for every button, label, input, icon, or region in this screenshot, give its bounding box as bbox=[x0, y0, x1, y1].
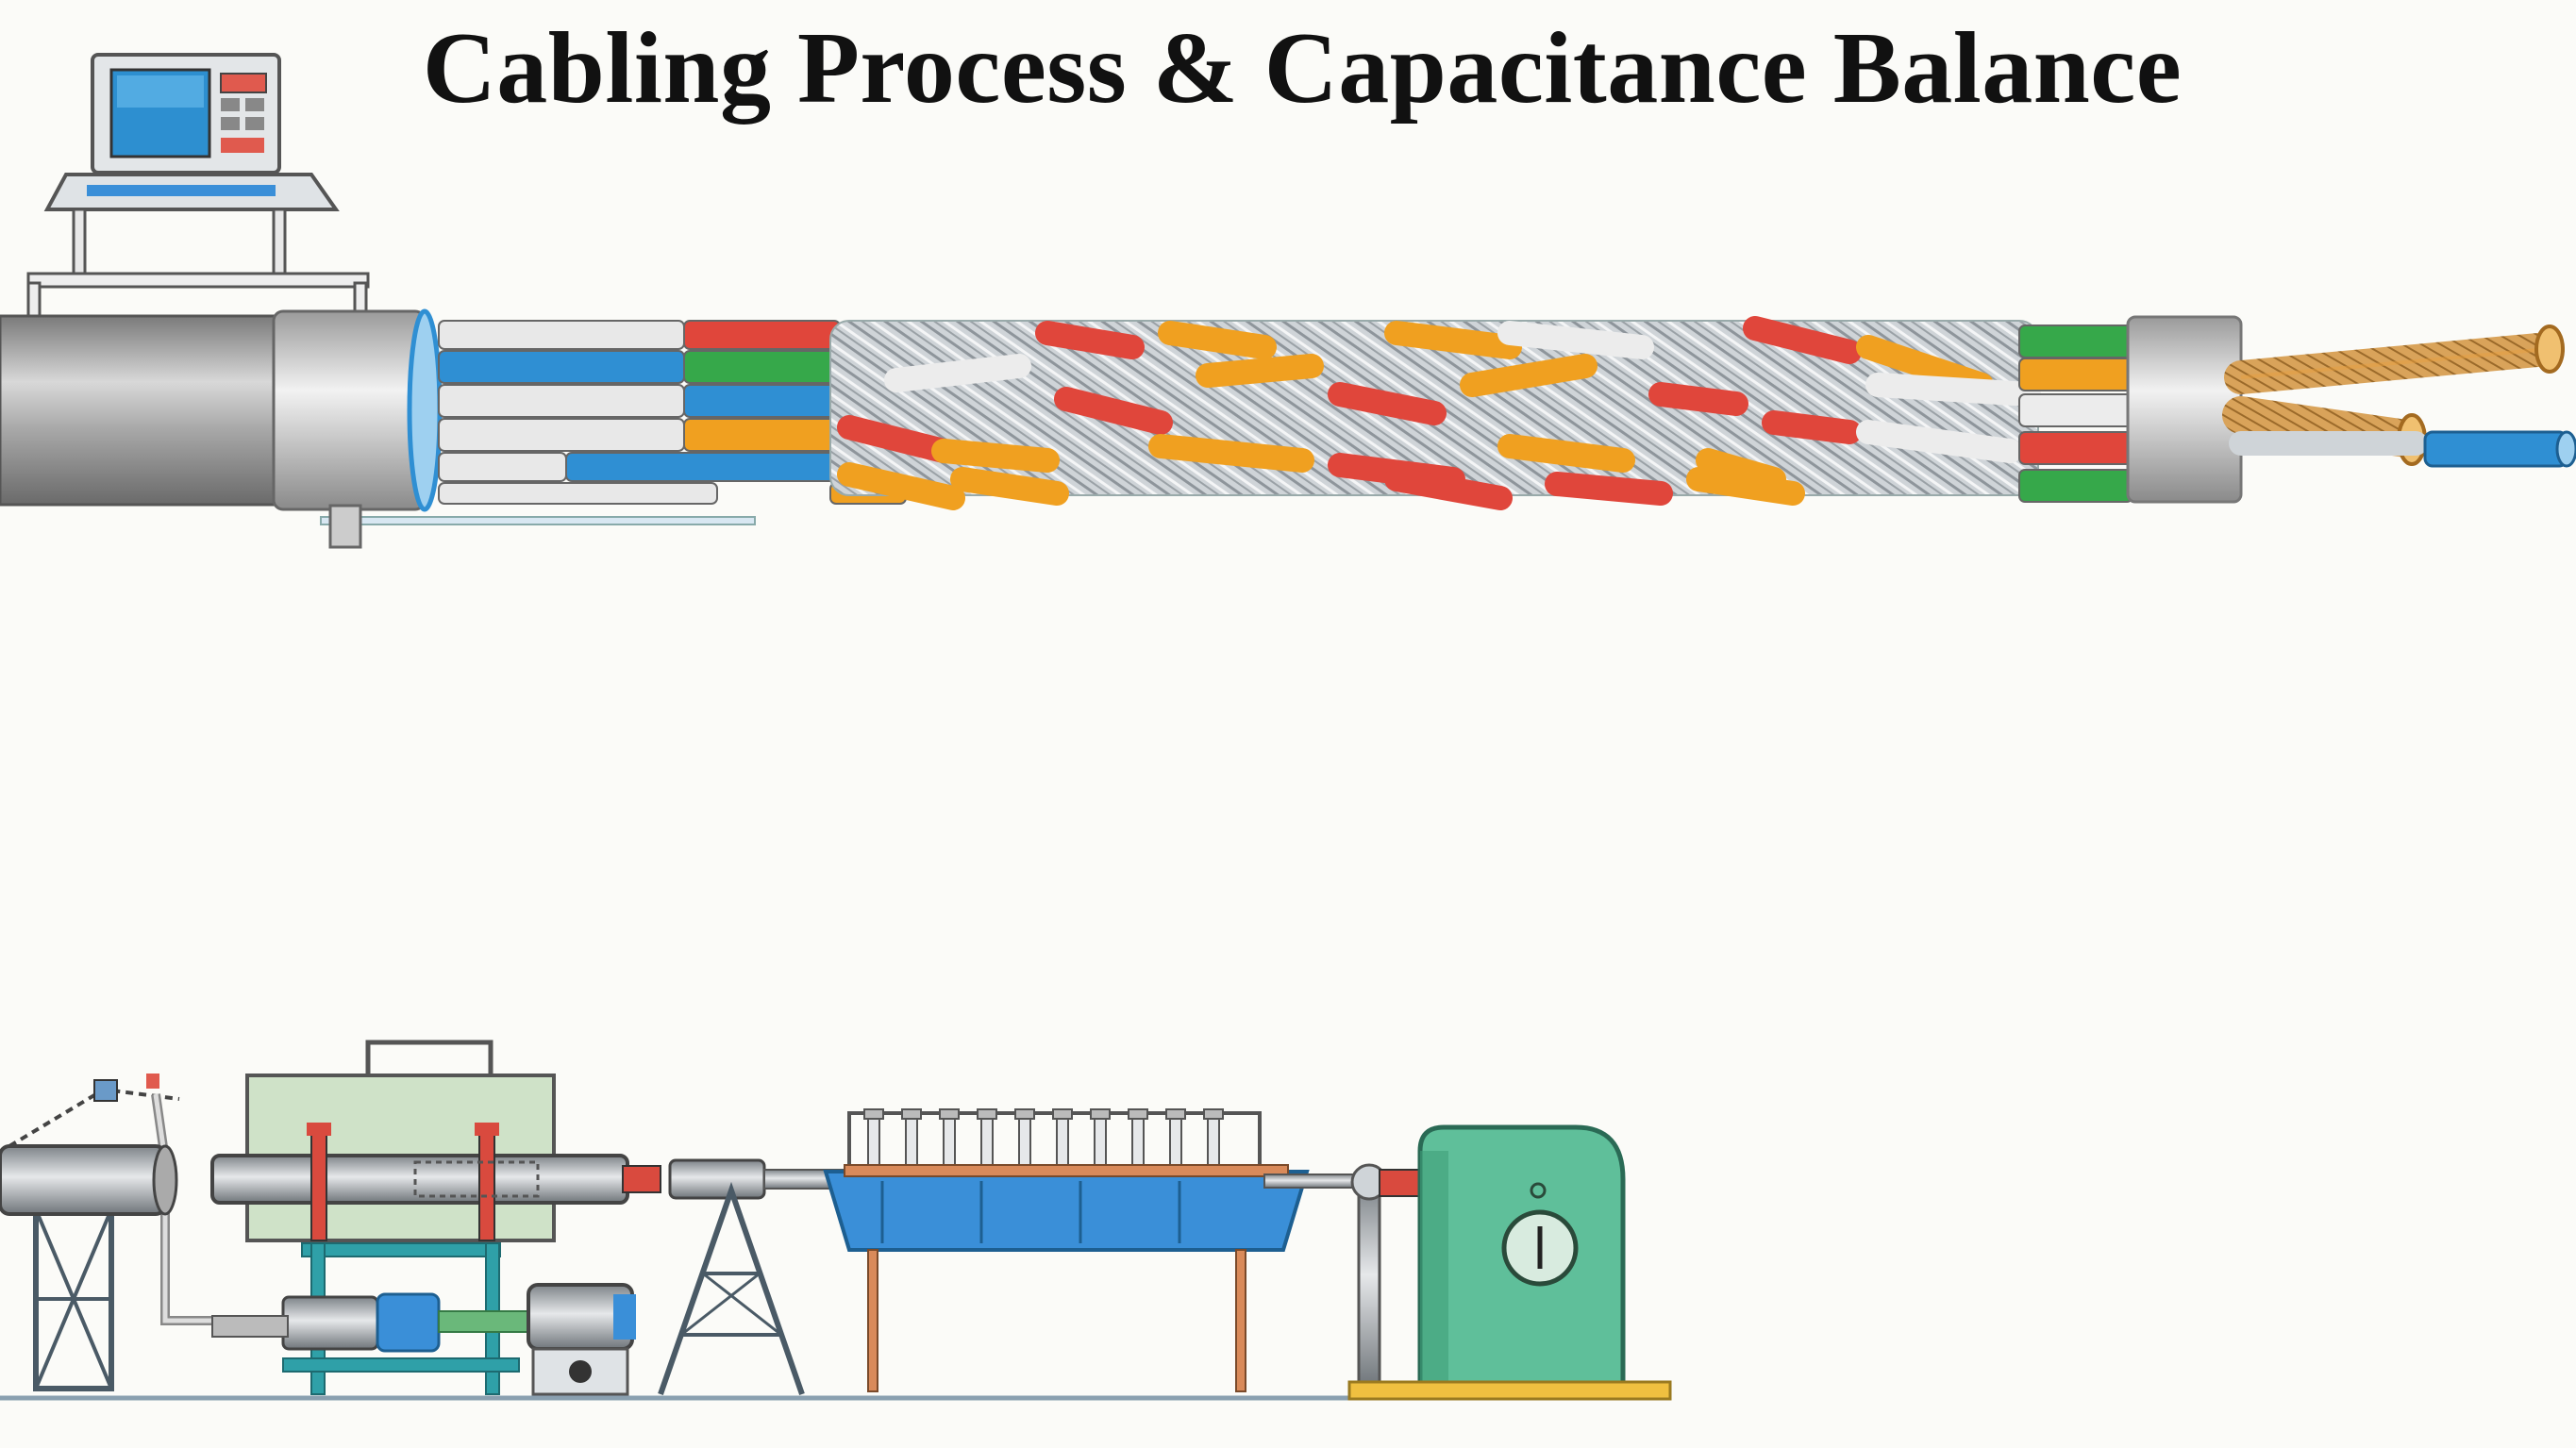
extruder-unit bbox=[210, 1040, 629, 1395]
twisted-pair-wire bbox=[1865, 373, 2041, 407]
twisted-pair-wire bbox=[837, 415, 956, 463]
conductor-segment bbox=[565, 452, 841, 482]
twisted-pair-wire bbox=[1696, 448, 1786, 491]
twisted-pair-wire bbox=[1686, 467, 1805, 506]
conductor-stub bbox=[2018, 393, 2133, 427]
twisted-pair-wire bbox=[1148, 434, 1314, 473]
terminal-keypad bbox=[220, 73, 267, 153]
conductor-stub bbox=[2018, 358, 2133, 391]
cable-sleeve bbox=[272, 309, 427, 511]
protruding-wires bbox=[2222, 325, 2576, 468]
twisted-pairs bbox=[837, 316, 2041, 510]
conductor-stub bbox=[2018, 325, 2133, 358]
twisted-pair-wire bbox=[1648, 382, 1748, 416]
cable-conductors-right bbox=[2018, 325, 2133, 503]
twisted-pair-wire bbox=[837, 462, 965, 510]
conductor-segment bbox=[438, 384, 685, 418]
twisted-pair-wire bbox=[931, 439, 1060, 473]
cabling-production-line-icon bbox=[0, 1040, 1672, 1401]
cable-outer-jacket bbox=[0, 314, 285, 507]
twisted-pair-wire bbox=[1545, 472, 1673, 506]
computer-terminal-icon bbox=[91, 53, 281, 175]
twisted-pair-wire bbox=[884, 354, 1031, 392]
conductor-segment bbox=[683, 418, 841, 452]
multi-pair-cable-icon bbox=[0, 308, 2576, 549]
lattice-support bbox=[658, 1181, 805, 1395]
conductor-segment bbox=[438, 350, 685, 384]
cooling-trough bbox=[823, 1108, 1379, 1392]
twisted-pair-wire bbox=[1856, 420, 2022, 463]
twisted-pair-wire bbox=[1158, 321, 1277, 359]
conductor-segment bbox=[683, 350, 841, 384]
twisted-pair-wire bbox=[1384, 467, 1513, 510]
twisted-pair-wire bbox=[1196, 354, 1324, 388]
twisted-pair-wire bbox=[1054, 387, 1173, 435]
conductor-segment bbox=[438, 452, 567, 482]
twisted-pair-wire bbox=[1384, 321, 1522, 359]
twisted-pair-wire bbox=[1743, 316, 1862, 364]
feed-cylinder bbox=[0, 1144, 167, 1216]
conductor-segment bbox=[683, 384, 841, 418]
twisted-pair-wire bbox=[1035, 321, 1145, 359]
conductor-stub bbox=[2018, 431, 2133, 465]
page-title: Cabling Process & Capacitance Balance bbox=[422, 12, 2183, 125]
control-terminal bbox=[26, 53, 370, 323]
twisted-pair-wire bbox=[1762, 410, 1862, 444]
conductor-segment bbox=[438, 482, 718, 505]
conductor-segment bbox=[438, 320, 685, 350]
conductor-segment bbox=[438, 418, 685, 452]
twisted-pair-wire bbox=[1497, 321, 1654, 359]
twisted-pair-wire bbox=[1460, 354, 1597, 397]
drive-motor bbox=[527, 1283, 636, 1396]
capstan-machine bbox=[1347, 1124, 1672, 1401]
conductor-segment bbox=[683, 320, 841, 350]
twisted-pair-wire bbox=[1497, 434, 1635, 473]
conductor-stub bbox=[2018, 469, 2133, 503]
twisted-pair-wire bbox=[950, 467, 1069, 506]
twisted-pair-wire bbox=[1328, 382, 1447, 425]
